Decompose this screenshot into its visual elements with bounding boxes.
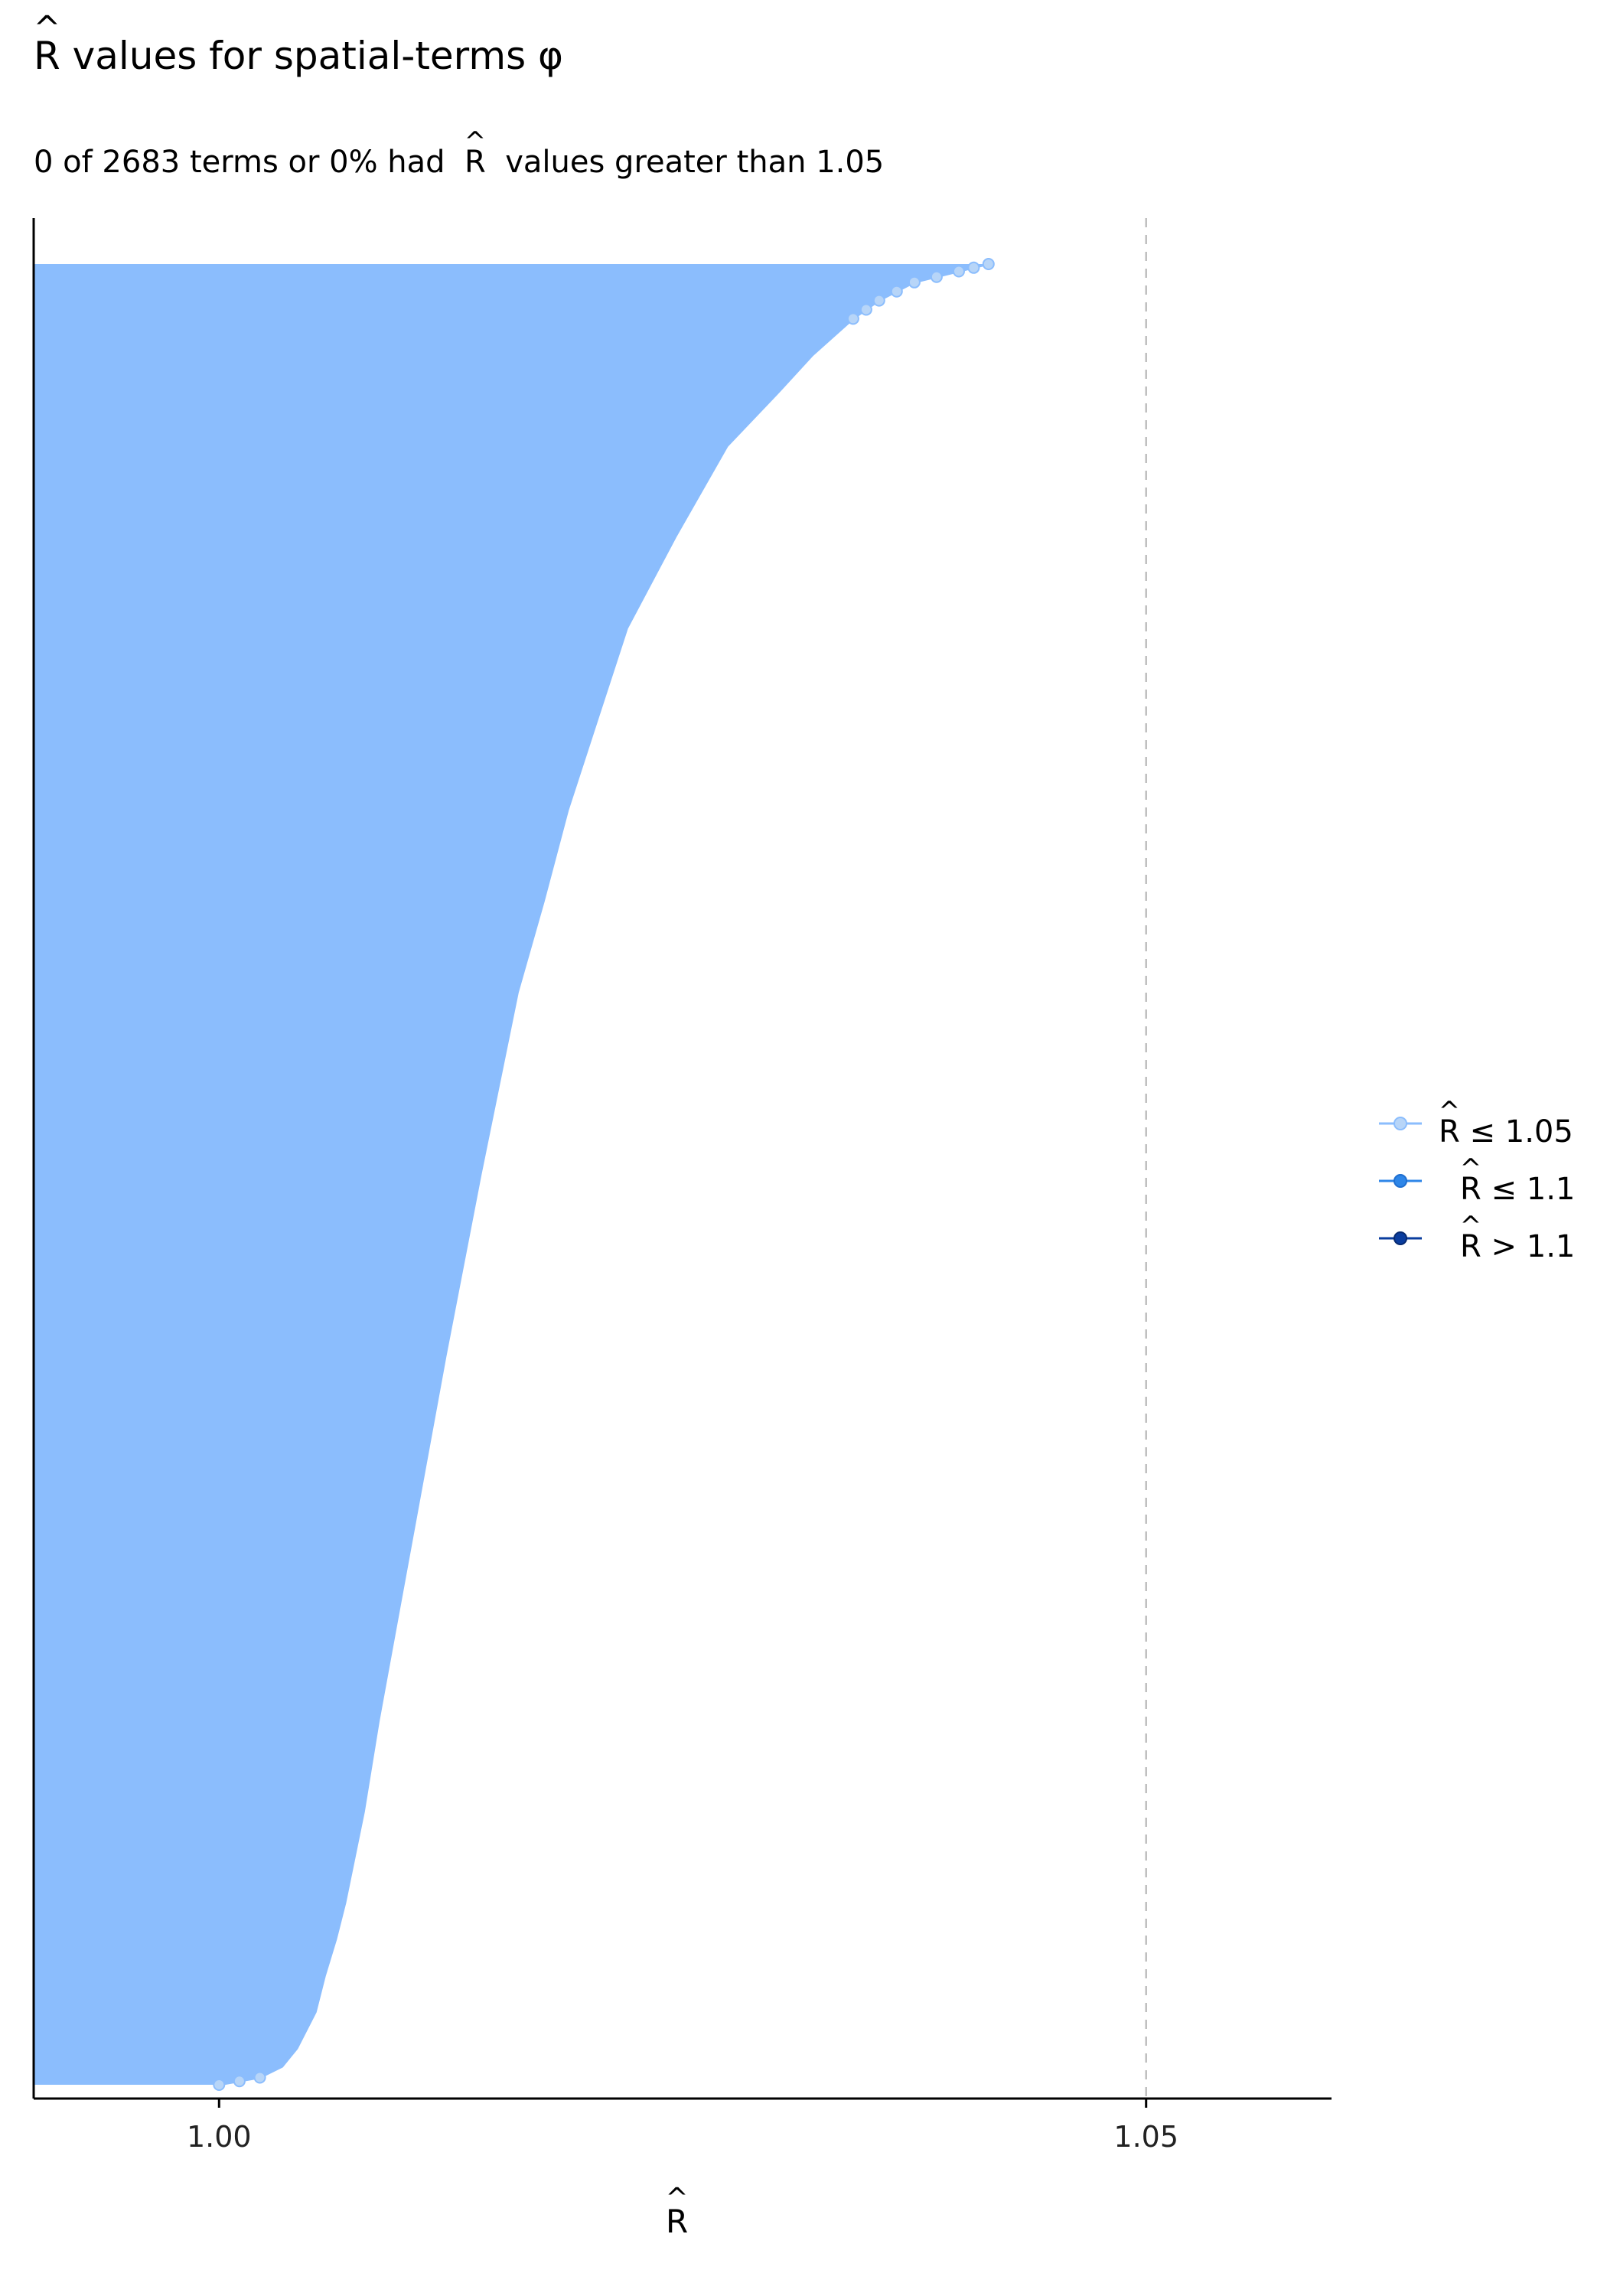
rhat-symbol: ^R — [33, 10, 61, 78]
subtitle-after: values greater than 1.05 — [505, 145, 885, 180]
rhat-point — [859, 303, 872, 316]
rhat-area — [34, 264, 989, 2085]
rhat-symbol: ^R — [464, 126, 487, 180]
rhat-symbol: ^R — [1459, 1210, 1482, 1264]
rhat-symbol: ^R — [665, 2183, 689, 2240]
rhat-point — [846, 312, 859, 325]
x-axis-label: ^R — [665, 2183, 689, 2240]
rhat-point — [213, 2079, 226, 2091]
x-tick-label: 1.00 — [187, 2120, 252, 2154]
rhat-point — [872, 294, 885, 307]
rhat-point — [953, 265, 965, 278]
legend-label: > 1.1 — [1491, 1229, 1576, 1264]
chart-title-text: values for spatial-terms φ — [72, 34, 563, 78]
rhat-point — [982, 258, 995, 270]
legend-label: ≤ 1.1 — [1491, 1172, 1576, 1207]
chart-title: ^R values for spatial-terms φ — [33, 10, 563, 78]
rhat-curve — [219, 263, 989, 2086]
rhat-point — [908, 276, 921, 289]
legend-key-icon — [1379, 1174, 1422, 1188]
subtitle-before: 0 of 2683 terms or 0% had — [34, 145, 445, 180]
rhat-point — [890, 285, 903, 298]
legend-key-icon — [1379, 1117, 1422, 1130]
legend-key-icon — [1379, 1231, 1422, 1245]
rhat-symbol: ^R — [1459, 1153, 1482, 1207]
rhat-symbol: ^R — [1438, 1095, 1461, 1150]
chart-subtitle: 0 of 2683 terms or 0% had ^R values grea… — [34, 126, 885, 180]
rhat-point — [967, 261, 980, 274]
x-tick-label: 1.05 — [1113, 2120, 1178, 2154]
legend-label: ≤ 1.05 — [1469, 1114, 1573, 1150]
rhat-point — [930, 270, 943, 283]
rhat-point — [253, 2071, 266, 2084]
rhat-point — [233, 2075, 246, 2088]
